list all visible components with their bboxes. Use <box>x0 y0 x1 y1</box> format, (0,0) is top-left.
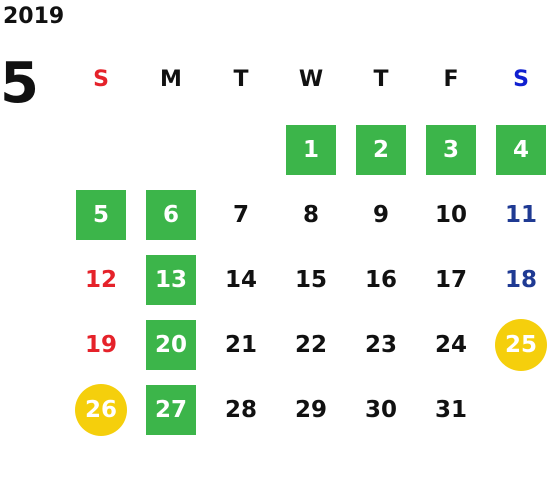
day-12[interactable]: 12 <box>84 267 117 293</box>
day-8[interactable]: 8 <box>302 202 319 228</box>
day-22[interactable]: 22 <box>294 332 327 358</box>
year-label: 2019 <box>3 4 65 29</box>
day-3[interactable]: 3 <box>426 125 476 175</box>
day-7[interactable]: 7 <box>232 202 249 228</box>
day-25[interactable]: 25 <box>495 319 547 371</box>
day-4[interactable]: 4 <box>496 125 546 175</box>
day-26[interactable]: 26 <box>75 384 127 436</box>
weekday-wed: W <box>298 67 324 92</box>
weekday-mon: M <box>160 67 182 92</box>
day-10[interactable]: 10 <box>434 202 467 228</box>
day-1[interactable]: 1 <box>286 125 336 175</box>
weekday-sat: S <box>513 67 529 92</box>
weekday-fri: F <box>443 67 459 92</box>
day-30[interactable]: 30 <box>364 397 397 423</box>
day-13[interactable]: 13 <box>146 255 196 305</box>
day-9[interactable]: 9 <box>372 202 389 228</box>
weekday-tue: T <box>233 67 249 92</box>
day-24[interactable]: 24 <box>434 332 467 358</box>
weekday-sun: S <box>93 67 109 92</box>
day-2[interactable]: 2 <box>356 125 406 175</box>
month-number: 5 <box>0 51 39 116</box>
day-17[interactable]: 17 <box>434 267 467 293</box>
day-20[interactable]: 20 <box>146 320 196 370</box>
day-18[interactable]: 18 <box>504 267 537 293</box>
day-14[interactable]: 14 <box>224 267 257 293</box>
day-23[interactable]: 23 <box>364 332 397 358</box>
day-11[interactable]: 11 <box>504 202 537 228</box>
day-29[interactable]: 29 <box>294 397 327 423</box>
day-5[interactable]: 5 <box>76 190 126 240</box>
day-21[interactable]: 21 <box>224 332 257 358</box>
day-15[interactable]: 15 <box>294 267 327 293</box>
day-31[interactable]: 31 <box>434 397 467 423</box>
day-16[interactable]: 16 <box>364 267 397 293</box>
day-28[interactable]: 28 <box>224 397 257 423</box>
weekday-thu: T <box>373 67 389 92</box>
day-19[interactable]: 19 <box>84 332 117 358</box>
day-27[interactable]: 27 <box>146 385 196 435</box>
day-6[interactable]: 6 <box>146 190 196 240</box>
